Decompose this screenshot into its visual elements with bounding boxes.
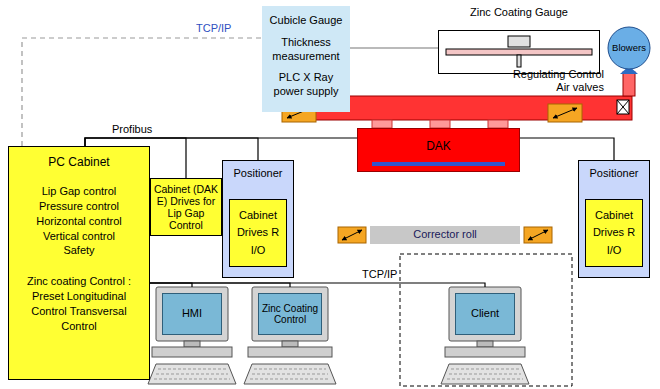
gauge-cubicle: Cubicle GaugeThickness measurementPLC X … xyxy=(262,6,350,112)
bus-connector xyxy=(350,47,438,48)
nozzle xyxy=(488,120,508,128)
node-title: Client xyxy=(471,307,499,321)
node-title: Cabinet (DAK E) Drives for Lip Gap Contr… xyxy=(153,183,219,231)
bus-label: Profibus xyxy=(112,123,172,136)
node-text: Thickness measurement xyxy=(266,36,346,64)
positioner-actuator xyxy=(548,104,582,122)
node-text: Lip Gap control Pressure control Horizon… xyxy=(29,184,129,258)
node-title: Cabinet Drives R I/O xyxy=(232,207,284,260)
node-title: Corrector roll xyxy=(413,228,477,242)
computer-illustration xyxy=(244,287,336,384)
node-title: PC Cabinet xyxy=(48,155,109,170)
bus-label: Regulating Control Air valves xyxy=(500,68,604,94)
monitor-screen: HMI xyxy=(162,293,222,335)
node-text: Zinc coating Control : Preset Longitudin… xyxy=(19,274,139,333)
node-title: Cubicle Gauge xyxy=(270,14,343,28)
bus-connector xyxy=(22,38,262,146)
lip-strip xyxy=(372,162,505,166)
node-title: Positioner xyxy=(590,167,639,181)
blower-circle: Blowers xyxy=(607,26,651,70)
corrector-roll: Corrector roll xyxy=(370,226,520,244)
computer-illustration xyxy=(148,287,236,384)
bus-connector xyxy=(150,283,485,287)
monitor-screen: Client xyxy=(455,293,515,335)
air-valve xyxy=(617,100,629,114)
pc-cabinet: PC CabinetLip Gap control Pressure contr… xyxy=(8,146,150,380)
zinc-coating-gauge: Zinc Coating Gauge xyxy=(438,30,600,74)
computer-group xyxy=(148,287,529,384)
drive-cabinet: Cabinet Drives R I/O xyxy=(585,199,643,267)
positioner-box: PositionerCabinet Drives R I/O xyxy=(222,160,294,278)
computer-illustration xyxy=(441,287,529,384)
node-title: Zinc Coating Control xyxy=(260,303,320,325)
node-title: Blowers xyxy=(612,42,646,54)
client-zone xyxy=(400,254,572,386)
roll-actuator xyxy=(524,227,552,243)
node-title: Cabinet Drives R I/O xyxy=(588,207,640,260)
nozzle xyxy=(372,120,392,128)
node-title: DAK xyxy=(426,139,451,154)
zinc-gauge-frame xyxy=(446,36,592,67)
nozzle xyxy=(430,120,450,128)
drive-cabinet: Cabinet Drives R I/O xyxy=(229,199,287,267)
node-title: HMI xyxy=(182,307,202,321)
air-knife-dak: DAK xyxy=(357,128,520,172)
air-pipe xyxy=(623,72,635,96)
roll-actuator xyxy=(338,227,366,243)
drive-cabinet: Cabinet (DAK E) Drives for Lip Gap Contr… xyxy=(150,178,222,236)
bus-label: TCP/IP xyxy=(362,268,402,281)
node-title: Positioner xyxy=(234,167,283,181)
node-text: PLC X Ray power supply xyxy=(266,71,346,99)
positioner-box: PositionerCabinet Drives R I/O xyxy=(578,160,650,278)
monitor-screen: Zinc Coating Control xyxy=(258,293,322,335)
bus-connector xyxy=(85,138,614,160)
node-title: Zinc Coating Gauge xyxy=(439,6,599,20)
connector-label: TCP/IP xyxy=(196,22,231,35)
